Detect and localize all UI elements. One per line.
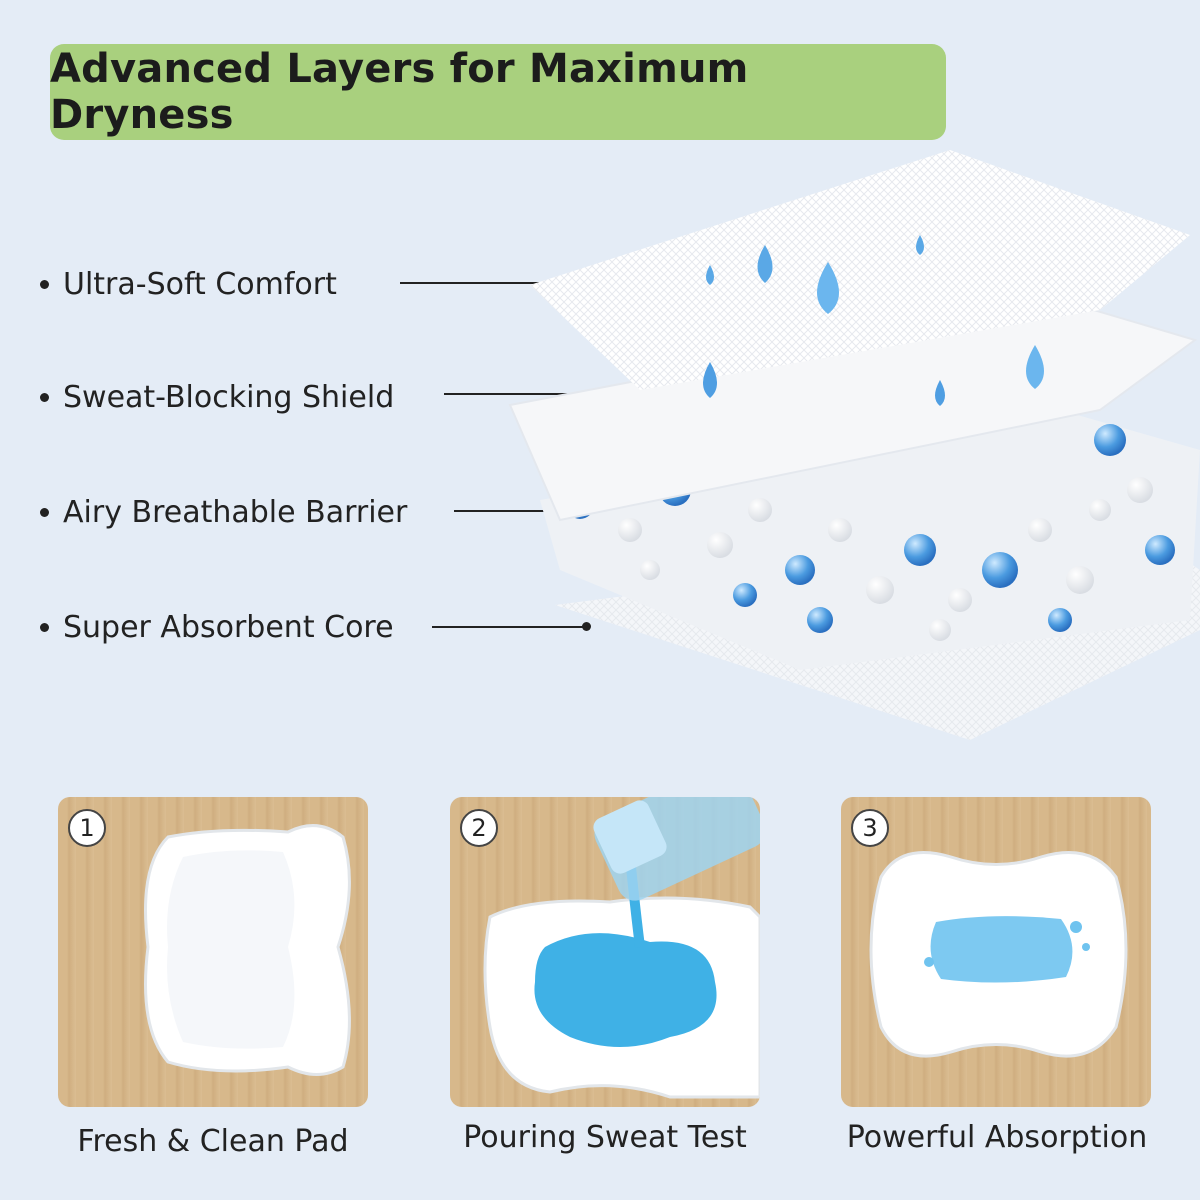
step-card-3: 3 — [841, 797, 1151, 1107]
absorbed-pad-illustration — [869, 851, 1128, 1058]
clean-pad-illustration — [144, 824, 351, 1076]
step-number-badge: 2 — [460, 809, 498, 847]
layer-label-text: Sweat-Blocking Shield — [63, 379, 395, 415]
leader-dot-icon — [582, 622, 591, 631]
bullet-icon — [40, 392, 49, 402]
leader-line — [454, 510, 582, 512]
layer-label-absorbent-core: Super Absorbent Core — [40, 607, 394, 647]
layer-label-text: Super Absorbent Core — [63, 609, 394, 645]
pouring-test-illustration — [483, 797, 760, 1099]
water-droplets — [703, 235, 1044, 406]
step-card-1: 1 — [58, 797, 368, 1107]
layer-label-ultra-soft: Ultra-Soft Comfort — [40, 264, 337, 304]
layer-label-sweat-blocking: Sweat-Blocking Shield — [40, 377, 394, 417]
leader-line — [432, 626, 586, 628]
step-card-2: 2 — [450, 797, 760, 1107]
step-caption-3: Powerful Absorption — [846, 1120, 1148, 1155]
layer-label-text: Ultra-Soft Comfort — [63, 266, 337, 302]
layer-label-text: Airy Breathable Barrier — [63, 494, 408, 530]
layer-stack-illustration — [508, 150, 1200, 740]
layer-label-airy-breathable: Airy Breathable Barrier — [40, 492, 407, 532]
leader-line — [444, 393, 628, 395]
step-number-badge: 1 — [68, 809, 106, 847]
step-caption-2: Pouring Sweat Test — [463, 1120, 747, 1155]
bead-cluster — [566, 424, 1175, 641]
bullet-icon — [40, 279, 49, 289]
leader-line — [400, 282, 644, 284]
page-title: Advanced Layers for Maximum Dryness — [50, 46, 749, 138]
step-number-badge: 3 — [851, 809, 889, 847]
step-caption-1: Fresh & Clean Pad — [77, 1124, 349, 1159]
bullet-icon — [40, 507, 49, 517]
title-banner: Advanced Layers for Maximum Dryness — [50, 44, 946, 140]
bullet-icon — [40, 622, 49, 632]
